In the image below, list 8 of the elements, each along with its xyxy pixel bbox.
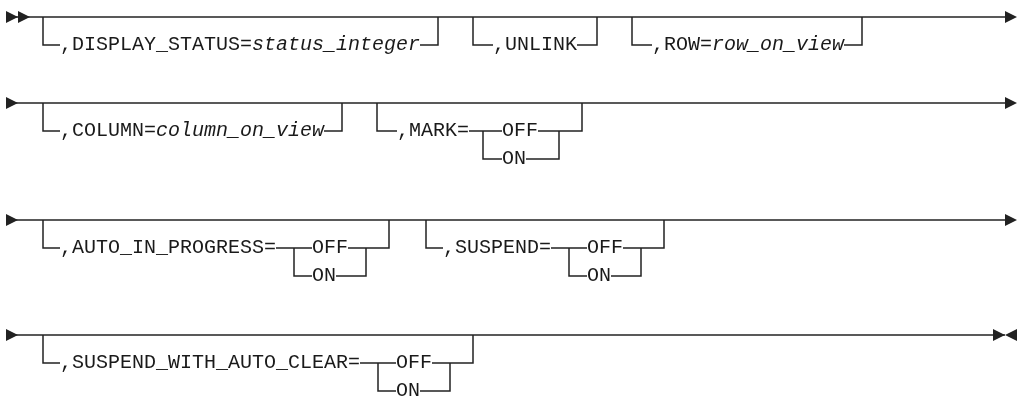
syntax-keyword: ,COLUMN=column_on_view [60, 120, 325, 142]
syntax-keyword: ,MARK= [397, 120, 469, 142]
syntax-keyword: ,ROW=row_on_view [652, 34, 845, 56]
syntax-keyword: ,SUSPEND_WITH_AUTO_CLEAR= [60, 352, 361, 374]
syntax-keyword: ,UNLINK [493, 34, 577, 56]
syntax-keyword: ,AUTO_IN_PROGRESS= [60, 237, 277, 259]
syntax-keyword: ,SUSPEND= [443, 237, 552, 259]
syntax-keyword: ,DISPLAY_STATUS=status_integer [60, 34, 421, 56]
